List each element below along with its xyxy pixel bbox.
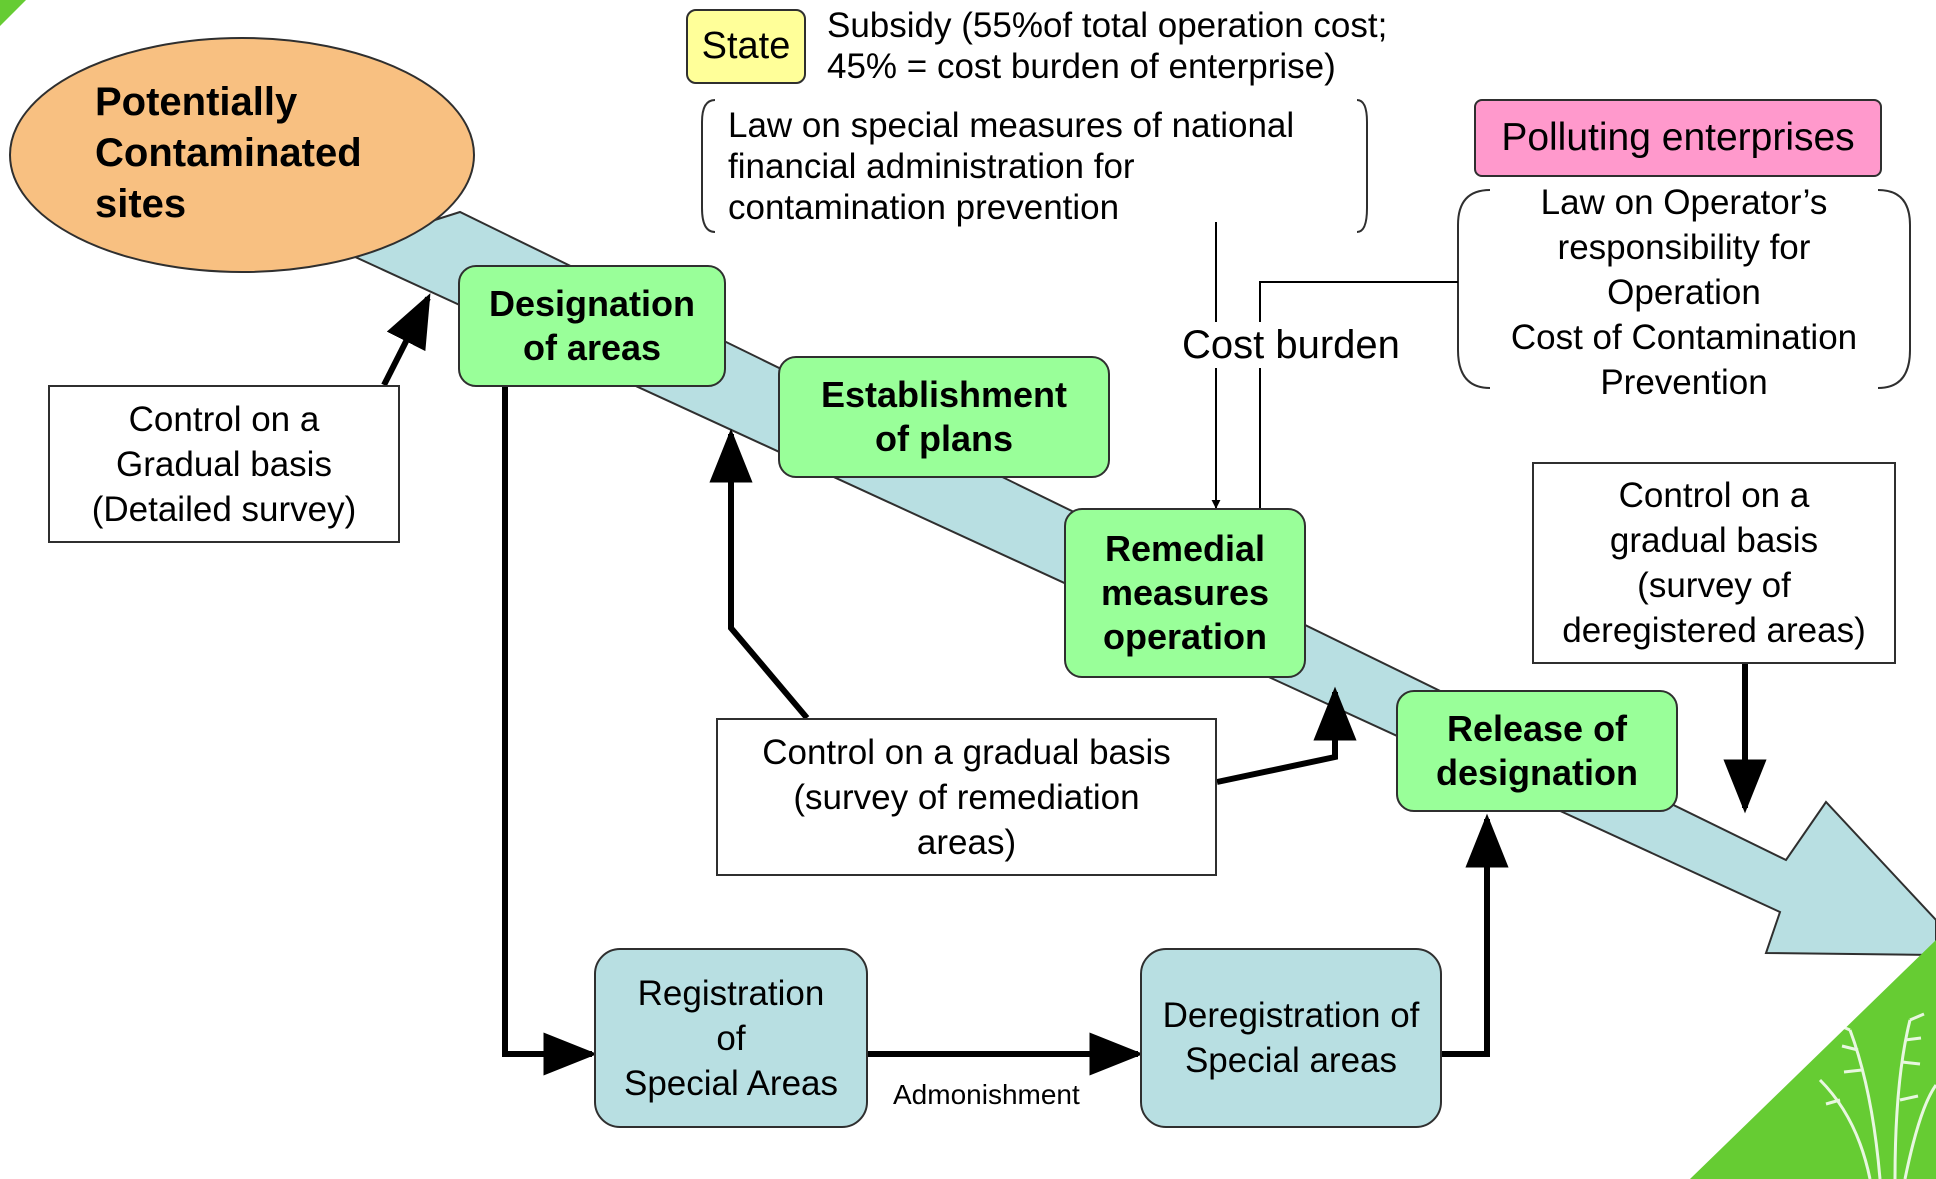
state-law-text: Law on special measures of national fina… xyxy=(728,105,1294,228)
arrow-deregistration-to-release xyxy=(1442,813,1509,1057)
step-label-line: of plans xyxy=(874,418,1013,459)
step-label-line: Establishment xyxy=(820,374,1068,415)
subsidy-note-line: 45% = cost burden of enterprise) xyxy=(827,47,1336,86)
step-label-line: designation xyxy=(1435,752,1638,793)
cost-burden-label: Cost burden xyxy=(1180,322,1402,368)
step-label-line: operation xyxy=(1102,616,1267,657)
state-tag: State xyxy=(686,9,806,84)
start-node-line: Contaminated xyxy=(95,131,362,175)
control-line: (Detailed survey) xyxy=(91,489,357,529)
step-designation-of-areas: Designation of areas xyxy=(458,265,726,387)
step-release-of-designation: Release of designation xyxy=(1396,690,1678,812)
control-deregistered-survey: Control on a gradual basis (survey of de… xyxy=(1532,462,1896,664)
step-label-line: Designation xyxy=(488,283,695,324)
control-detailed-survey: Control on a Gradual basis (Detailed sur… xyxy=(48,385,400,543)
start-node-label: Potentially Contaminated sites xyxy=(95,77,362,230)
special-area-line: Registration xyxy=(637,973,825,1013)
corner-triangle-top xyxy=(0,0,26,26)
arrow-remediation-survey-to-remedial xyxy=(1216,686,1357,785)
polluting-enterprises-tag: Polluting enterprises xyxy=(1474,99,1882,177)
cost-burden-arrow-enterprise xyxy=(1255,281,1458,521)
step-label-line: Remedial xyxy=(1104,528,1266,569)
subsidy-note: Subsidy (55%of total operation cost; 45%… xyxy=(827,5,1387,87)
operator-law-line: responsibility for xyxy=(1557,228,1811,267)
control-line: (survey of remediation xyxy=(793,777,1140,817)
registration-of-special-areas: Registration of Special Areas xyxy=(594,948,868,1128)
grass-decoration xyxy=(1690,940,1936,1179)
arrow-detailed-survey-to-designation xyxy=(381,293,431,387)
special-area-line: Special areas xyxy=(1184,1041,1398,1080)
special-area-line: Special Areas xyxy=(623,1063,839,1103)
deregistration-of-special-areas: Deregistration of Special areas xyxy=(1140,948,1442,1128)
control-line: Control on a xyxy=(1618,476,1810,515)
special-area-line: of xyxy=(716,1018,746,1058)
step-remedial-measures-operation: Remedial measures operation xyxy=(1064,508,1306,678)
state-law-brace xyxy=(701,99,1368,233)
state-law-line: contamination prevention xyxy=(728,188,1120,227)
operator-law-brace xyxy=(1457,189,1911,389)
special-area-line: Deregistration of xyxy=(1162,996,1420,1035)
arrow-designation-to-registration xyxy=(502,387,598,1076)
subsidy-note-line: Subsidy (55%of total operation cost; xyxy=(827,6,1388,45)
step-label-line: of areas xyxy=(522,327,662,368)
control-line: gradual basis xyxy=(1609,521,1819,560)
step-label-line: measures xyxy=(1100,572,1270,613)
control-line: (survey of xyxy=(1637,566,1791,605)
step-establishment-of-plans: Establishment of plans xyxy=(778,356,1110,478)
control-line: Control on a xyxy=(128,399,320,439)
operator-law-line: Operation xyxy=(1607,273,1761,312)
operator-law-line: Cost of Contamination xyxy=(1510,318,1858,357)
operator-law-line: Law on Operator’s xyxy=(1540,183,1828,222)
start-node-line: Potentially xyxy=(95,80,298,124)
start-node-line: sites xyxy=(95,182,187,226)
control-line: Gradual basis xyxy=(116,444,332,484)
control-line: deregistered areas) xyxy=(1562,611,1866,650)
state-law-line: Law on special measures of national xyxy=(728,106,1295,145)
state-law-line: financial administration for xyxy=(728,147,1135,186)
arrow-remediation-survey-to-plans xyxy=(709,428,810,720)
step-label-line: Release of xyxy=(1446,708,1628,749)
operator-law-line: Prevention xyxy=(1600,363,1768,402)
polluting-enterprises-label: Polluting enterprises xyxy=(1501,116,1855,159)
state-tag-label: State xyxy=(701,25,791,67)
operator-law-text: Law on Operator’s responsibility for Ope… xyxy=(1462,180,1906,405)
admonishment-label: Admonishment xyxy=(893,1079,1080,1110)
control-remediation-survey: Control on a gradual basis (survey of re… xyxy=(716,718,1217,876)
control-line: areas) xyxy=(916,822,1017,862)
start-ellipse-shape xyxy=(9,37,475,273)
control-line: Control on a gradual basis xyxy=(762,732,1171,772)
